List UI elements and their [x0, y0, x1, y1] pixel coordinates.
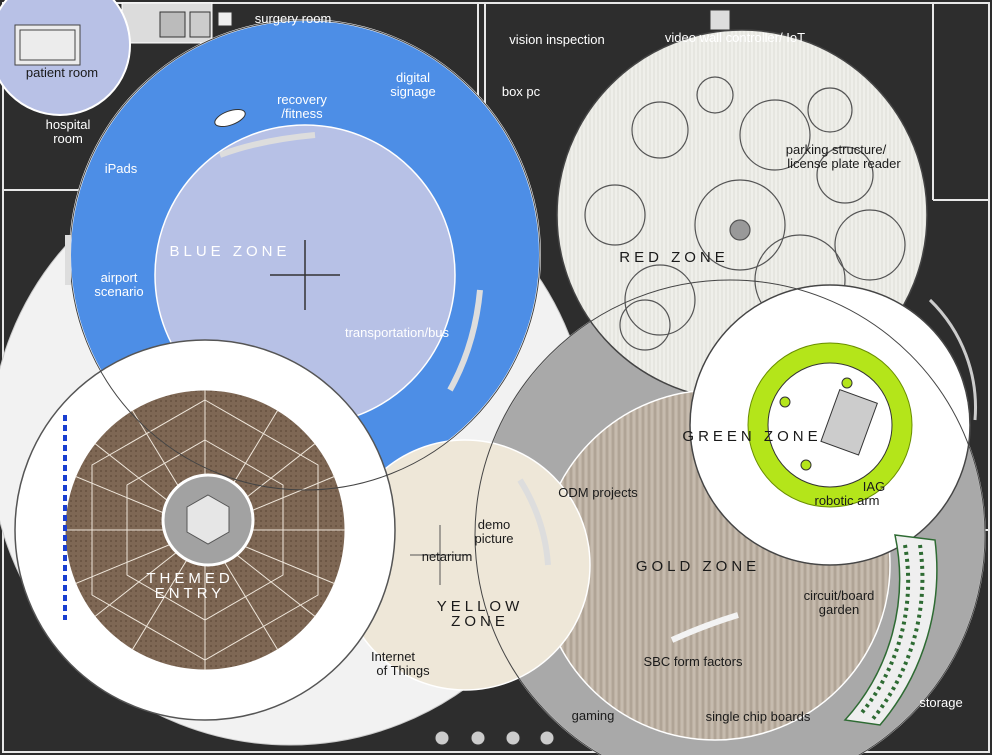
patient-bed [14, 24, 81, 66]
recovery-fitness-label-line2: /fitness [281, 106, 323, 121]
circuit-board-garden [843, 534, 938, 726]
recovery-device [214, 108, 246, 128]
ipads-label: iPads [104, 161, 138, 176]
single-chip-boards-label: single chip boards [705, 709, 811, 724]
patient-room-label: patient room [25, 65, 99, 80]
airport-scenario-label-line2: scenario [94, 284, 144, 299]
iag-robotic-arm-label-line1: IAG [862, 479, 886, 494]
blue-zone-label: BLUE ZONE [169, 243, 291, 260]
box-pc-label: box pc [501, 84, 541, 99]
video-projection-wall-label-line1: video projection [165, 349, 257, 364]
hospital-room-label-line1: hospital [45, 117, 91, 132]
green-zone-label: GREEN ZONE [682, 428, 822, 445]
video-projection-wall-label-line2: wall [199, 363, 223, 378]
internet-of-things-label-line2: of Things [376, 663, 430, 678]
hospital-room-label-line2: room [53, 131, 83, 146]
red-zone-label: RED ZONE [619, 249, 729, 266]
digital-signage-label-line1: digital [396, 70, 430, 85]
circuit-board-garden-label-line2: garden [818, 602, 860, 617]
recovery-bench [218, 132, 316, 158]
parking-structure-label-line1: parking structure/ [785, 142, 887, 157]
recovery-fitness-label-line1: recovery [277, 92, 327, 107]
netarium-label: netarium [421, 549, 473, 564]
parking-structure-label-line2: license plate reader [787, 156, 901, 171]
themed-entry-label-line2: ENTRY [154, 585, 226, 602]
internet-of-things-label-line1: Internet [370, 649, 416, 664]
odm-projects-label: ODM projects [558, 485, 638, 500]
demo-picture-wall [517, 478, 551, 566]
transportation-bus-label: transportation/bus [344, 325, 450, 340]
themed-entry-label-line1: THEMED [146, 570, 234, 587]
gaming-label: gaming [571, 708, 615, 723]
demo-picture-label-line2: picture [474, 531, 514, 546]
yellow-zone-label-line2: ZONE [451, 613, 509, 630]
vision-inspection-label: vision inspection [509, 32, 605, 47]
red-zone-curved-wall [928, 298, 977, 421]
sbc-form-factors-label: SBC form factors [643, 654, 743, 669]
video-wall-label: video wall controller/ IoT [664, 30, 806, 45]
sbc-fixture [670, 612, 739, 643]
digital-signage-label-line2: signage [390, 84, 436, 99]
circuit-board-garden-label-line1: circuit/board [803, 588, 875, 603]
surgery-room-label: surgery room [254, 11, 332, 26]
airport-scenario-label-line1: airport [100, 270, 138, 285]
gold-zone-label: GOLD ZONE [635, 558, 761, 575]
bottom-fixtures [434, 730, 555, 746]
yellow-zone-label-line1: YELLOW [436, 598, 524, 615]
storage-label: storage [919, 695, 963, 710]
iag-robotic-arm-label-line2: robotic arm [814, 493, 880, 508]
transportation-bench [447, 289, 483, 392]
demo-picture-label-line1: demo [477, 517, 511, 532]
